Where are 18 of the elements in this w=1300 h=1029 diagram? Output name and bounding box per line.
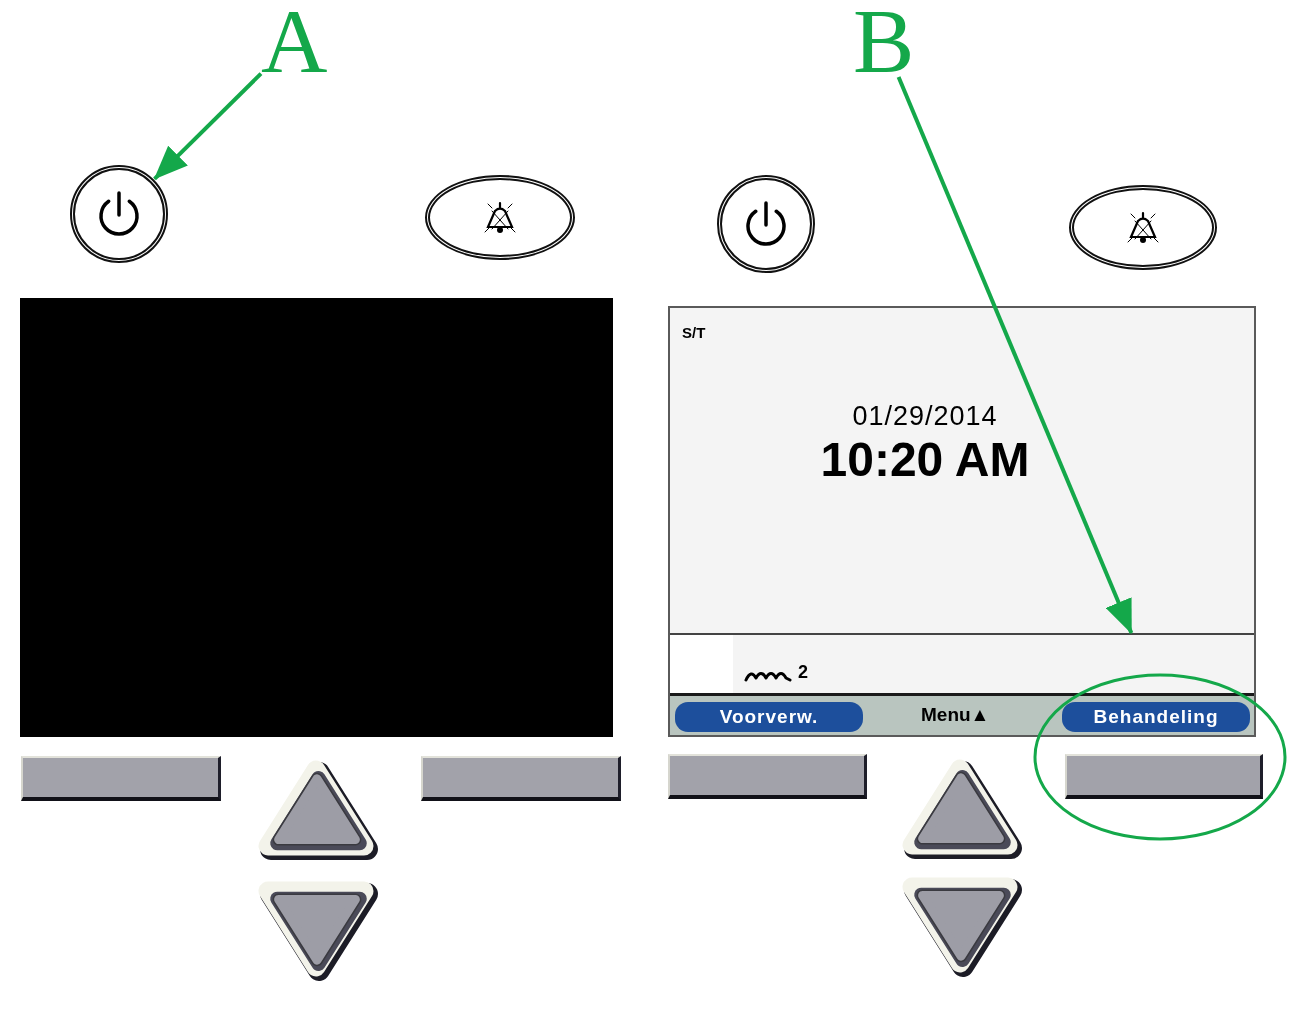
leader-arrow [896,76,1134,634]
soft-key [668,754,867,799]
display-screen [668,306,1256,737]
mode-label: S/T [682,324,706,342]
menu-label: Menu▲ [921,704,990,726]
status-strip [670,633,1254,693]
soft-key-label: Voorverw. [675,702,863,732]
callout-letter: B [853,5,914,77]
soft-key [1065,754,1263,799]
leader-arrow [153,72,263,181]
soft-key-menu-bar [670,693,1254,735]
soft-key-label: Behandeling [1062,702,1250,732]
soft-key [421,756,621,801]
callout-letter: A [261,5,327,77]
soft-key [21,756,221,801]
date-text: 01/29/2014 [852,400,998,432]
superscript-digit: 2 [798,662,808,682]
time-text: 10:20 AM [820,432,1030,488]
